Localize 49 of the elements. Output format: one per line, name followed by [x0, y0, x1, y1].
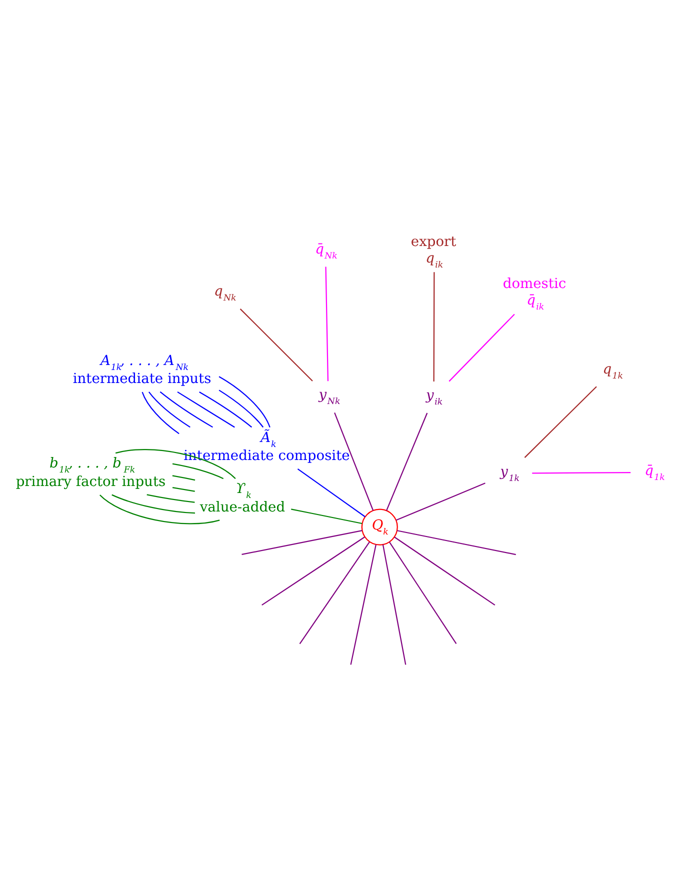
connector [382, 544, 406, 664]
connector [177, 390, 235, 428]
connector [160, 390, 213, 428]
node-text: Ã$_{k}$ intermediate composite [184, 429, 350, 464]
connector [100, 494, 220, 524]
node-text: ϒ$_{k}$ value-added [200, 480, 286, 515]
node-label: domestic [502, 275, 566, 292]
connector [172, 486, 195, 492]
connector [115, 448, 236, 479]
connector [448, 313, 515, 382]
node-text: q̄$_{Nk}$ [315, 240, 338, 261]
connector [299, 541, 370, 644]
node-text: y$_{Nk}$ [318, 386, 340, 407]
connector [112, 494, 196, 514]
connector [388, 541, 457, 644]
connector [386, 412, 428, 510]
connector [291, 508, 362, 524]
connector [148, 391, 190, 428]
connector [433, 272, 435, 381]
connector [242, 530, 362, 555]
connector [172, 462, 224, 479]
connector [199, 390, 252, 428]
node-text: q$_{Nk}$ [214, 282, 236, 303]
connector [397, 530, 516, 555]
connector [218, 389, 264, 428]
connector [218, 376, 270, 428]
connector [297, 468, 366, 517]
node-text: q$_{ik}$ [426, 250, 444, 270]
node-label: export [410, 233, 456, 250]
node-text: y$_{ik}$ [426, 386, 443, 407]
node-text: b$_{1k}$, . . . , b$_{Fk}$ primary factor inputs [16, 455, 166, 490]
connector [325, 266, 329, 381]
connector [146, 494, 195, 502]
node-text: A$_{1k}$, . . . , A$_{Nk}$ intermediate inputs [72, 352, 212, 387]
connector [396, 482, 486, 520]
connector [262, 536, 365, 606]
connector [240, 308, 313, 381]
connector [172, 474, 196, 480]
node-text: q$_{1k}$ [602, 360, 624, 381]
node-circle: Q$_{k}$ [361, 508, 398, 545]
connector [334, 412, 374, 510]
connector [350, 544, 377, 664]
connector [532, 471, 631, 474]
connector [394, 536, 496, 606]
node-text: q̄$_{1k}$ [644, 462, 665, 482]
connector [142, 391, 180, 434]
node-text: y$_{1k}$ [500, 463, 520, 484]
node-text: q̄$_{ik}$ [526, 292, 544, 312]
connector [524, 386, 597, 458]
